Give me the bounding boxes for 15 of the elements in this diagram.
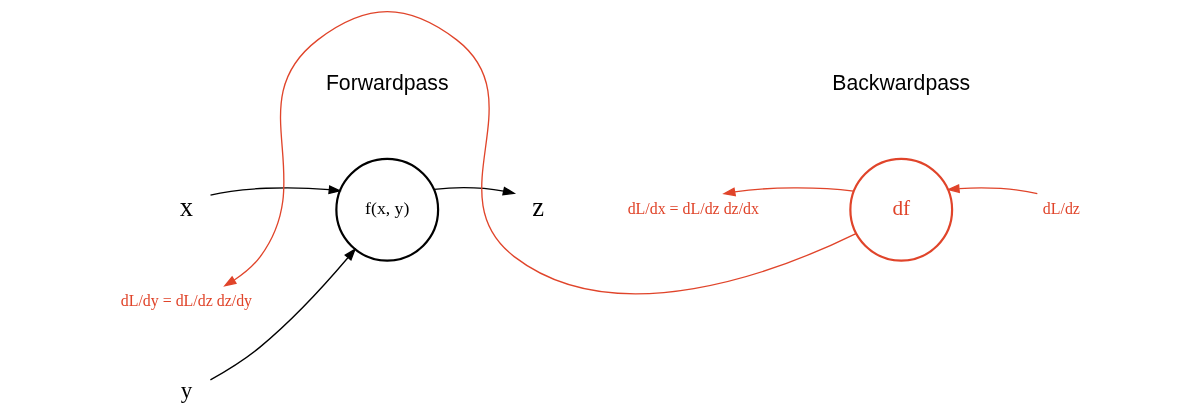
node-text: dL/dz	[1042, 199, 1080, 217]
node-text: x	[179, 192, 194, 223]
node-text: dL/dy = dL/dz dz/dy	[120, 291, 253, 309]
arrow	[209, 185, 342, 196]
arrow	[209, 247, 357, 381]
arrow	[946, 183, 1038, 195]
label: Forwardpass	[325, 71, 449, 95]
node-text: y	[180, 377, 193, 403]
arrow	[223, 11, 857, 295]
label: Backwardpass	[832, 71, 971, 95]
node-text: z	[532, 192, 544, 223]
node-text: dL/dx = dL/dz dz/dx	[627, 199, 760, 217]
arrow	[722, 187, 855, 197]
arrow	[433, 186, 517, 196]
node-circle: df	[849, 157, 954, 262]
